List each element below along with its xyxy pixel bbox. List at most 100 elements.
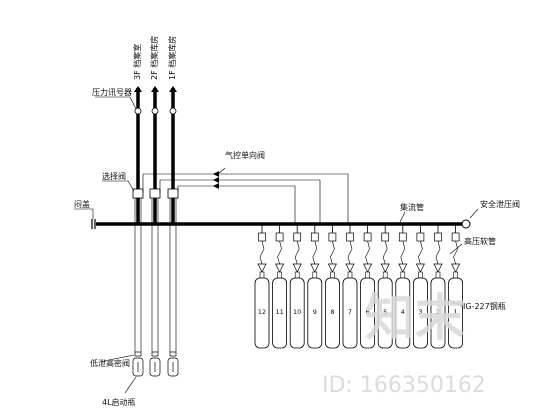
high-pressure-hose: [453, 240, 458, 265]
plug-label: 闷盖: [74, 199, 90, 209]
cylinder-valve-icon: [363, 263, 373, 273]
low-leak-valves: [134, 351, 177, 357]
selector-valve-label: 选择阀: [102, 171, 126, 181]
check-valve-icon: [451, 232, 460, 242]
watermark: 知末 ID: 166350162: [322, 289, 486, 398]
storage-cylinder: 3: [412, 224, 428, 349]
cylinder-body: [324, 277, 340, 349]
cylinder-body: [448, 277, 464, 349]
check-valve-icon: [275, 232, 284, 242]
pressure-switch-icon: [134, 107, 142, 115]
high-pressure-hose: [400, 240, 406, 265]
start-cylinder-leader: [124, 376, 137, 394]
cylinder-number: 4: [401, 308, 405, 316]
storage-cylinder: 9: [307, 224, 323, 349]
cylinder-body: [307, 277, 323, 349]
cylinder-number: 1: [454, 308, 458, 316]
watermark-logo: 知末: [365, 289, 465, 347]
cylinder-body: [395, 277, 411, 349]
storage-cylinder: 10: [289, 224, 305, 349]
pneumatic-check-valve-arrows: [213, 171, 219, 189]
high-pressure-hose: [347, 240, 353, 265]
high-pressure-hose: [418, 240, 423, 265]
riser-label-2f: 2F 档案库房: [149, 36, 159, 80]
storage-cylinder: 11: [272, 224, 288, 349]
check-valve-icon: [416, 232, 425, 242]
storage-cylinder: 6: [360, 224, 376, 349]
check-valve-icon: [381, 232, 390, 242]
cylinder-number: 12: [258, 308, 266, 316]
high-pressure-hose: [259, 240, 265, 265]
cylinder-number: 11: [275, 308, 283, 316]
check-valve-icon: [293, 232, 302, 242]
cylinder-valve-icon: [415, 263, 425, 273]
check-valve-leader: [217, 167, 226, 175]
cylinder-number: 8: [330, 308, 334, 316]
storage-cylinder: 5: [377, 224, 393, 349]
high-pressure-hose: [277, 240, 282, 265]
high-pressure-hose: [312, 240, 318, 265]
cylinder-valve-icon: [451, 263, 461, 273]
selector-valve-icon: [149, 188, 161, 199]
storage-cylinder: 1: [448, 224, 464, 349]
cylinder-number: 9: [313, 308, 317, 316]
safety-relief-valve-icon: [461, 219, 471, 229]
cylinder-number: 5: [383, 308, 387, 316]
collector-pipe-leader: [399, 211, 406, 223]
check-valve-icon: [434, 232, 442, 242]
hose-leader: [449, 243, 463, 255]
cylinder-number: 7: [348, 308, 352, 316]
cylinder-body: [272, 277, 288, 349]
selector-valve-leader: [127, 180, 135, 192]
cylinder-body: [377, 277, 393, 349]
pressure-switch-icon: [169, 107, 177, 115]
cylinder-number: 6: [366, 308, 370, 316]
storage-cylinder: 7: [342, 224, 358, 349]
start-cylinder-lines: [134, 198, 177, 352]
storage-cylinder: 12: [254, 224, 270, 349]
selector-valves: [132, 188, 179, 199]
cylinder-valve-icon: [327, 263, 337, 273]
pneumatic-control-lines: [142, 173, 349, 224]
selector-valve-icon: [132, 188, 144, 199]
low-leak-valve-icon: [169, 351, 177, 357]
check-valve-icon: [258, 232, 266, 242]
start-cylinders: [132, 357, 179, 377]
cylinder-spec-label: IG-227钢瓶: [463, 301, 506, 311]
pressure-switch-label: 压力讯号器: [92, 87, 132, 97]
cylinder-valve-icon: [257, 263, 267, 273]
cylinder-body: [342, 277, 358, 349]
cylinder-valve-icon: [310, 263, 320, 273]
pressure-switches: [134, 107, 177, 115]
cylinder-spec-leader: [447, 299, 463, 307]
collector-pipe-label: 集流管: [400, 202, 424, 212]
check-valve-icon: [310, 232, 319, 242]
check-valve-icon: [346, 232, 354, 242]
low-leak-valve-icon: [134, 351, 142, 357]
cylinder-valve-icon: [292, 263, 302, 273]
high-pressure-hose: [382, 240, 388, 265]
low-leak-leader: [103, 354, 135, 362]
cylinder-valve-icon: [433, 263, 443, 273]
storage-cylinder: 8: [324, 224, 340, 349]
cylinder-valve-icon: [380, 263, 390, 273]
safety-relief-leader: [469, 208, 479, 219]
riser-labels: 3F 档案室 2F 档案库房 1F 档案库房: [132, 36, 177, 80]
cylinder-valve-icon: [275, 263, 285, 273]
selector-valve-icon: [167, 188, 179, 199]
high-pressure-hose: [294, 240, 300, 265]
riser-label-3f: 3F 档案室: [132, 44, 142, 80]
low-leak-valve-label: 低泄高密阀: [90, 358, 130, 368]
cylinder-number: 3: [418, 308, 422, 316]
cylinder-valve-icon: [398, 263, 408, 273]
riser-label-1f: 1F 档案库房: [167, 36, 177, 80]
watermark-id: ID: 166350162: [322, 373, 486, 398]
low-leak-valve-icon: [151, 351, 159, 357]
high-pressure-hose: [330, 240, 335, 265]
start-cylinder-label: 4L启动瓶: [102, 397, 136, 407]
high-pressure-hose-label: 高压软管: [464, 236, 496, 246]
cylinder-body: [289, 277, 305, 349]
cylinder-body: [412, 277, 428, 349]
